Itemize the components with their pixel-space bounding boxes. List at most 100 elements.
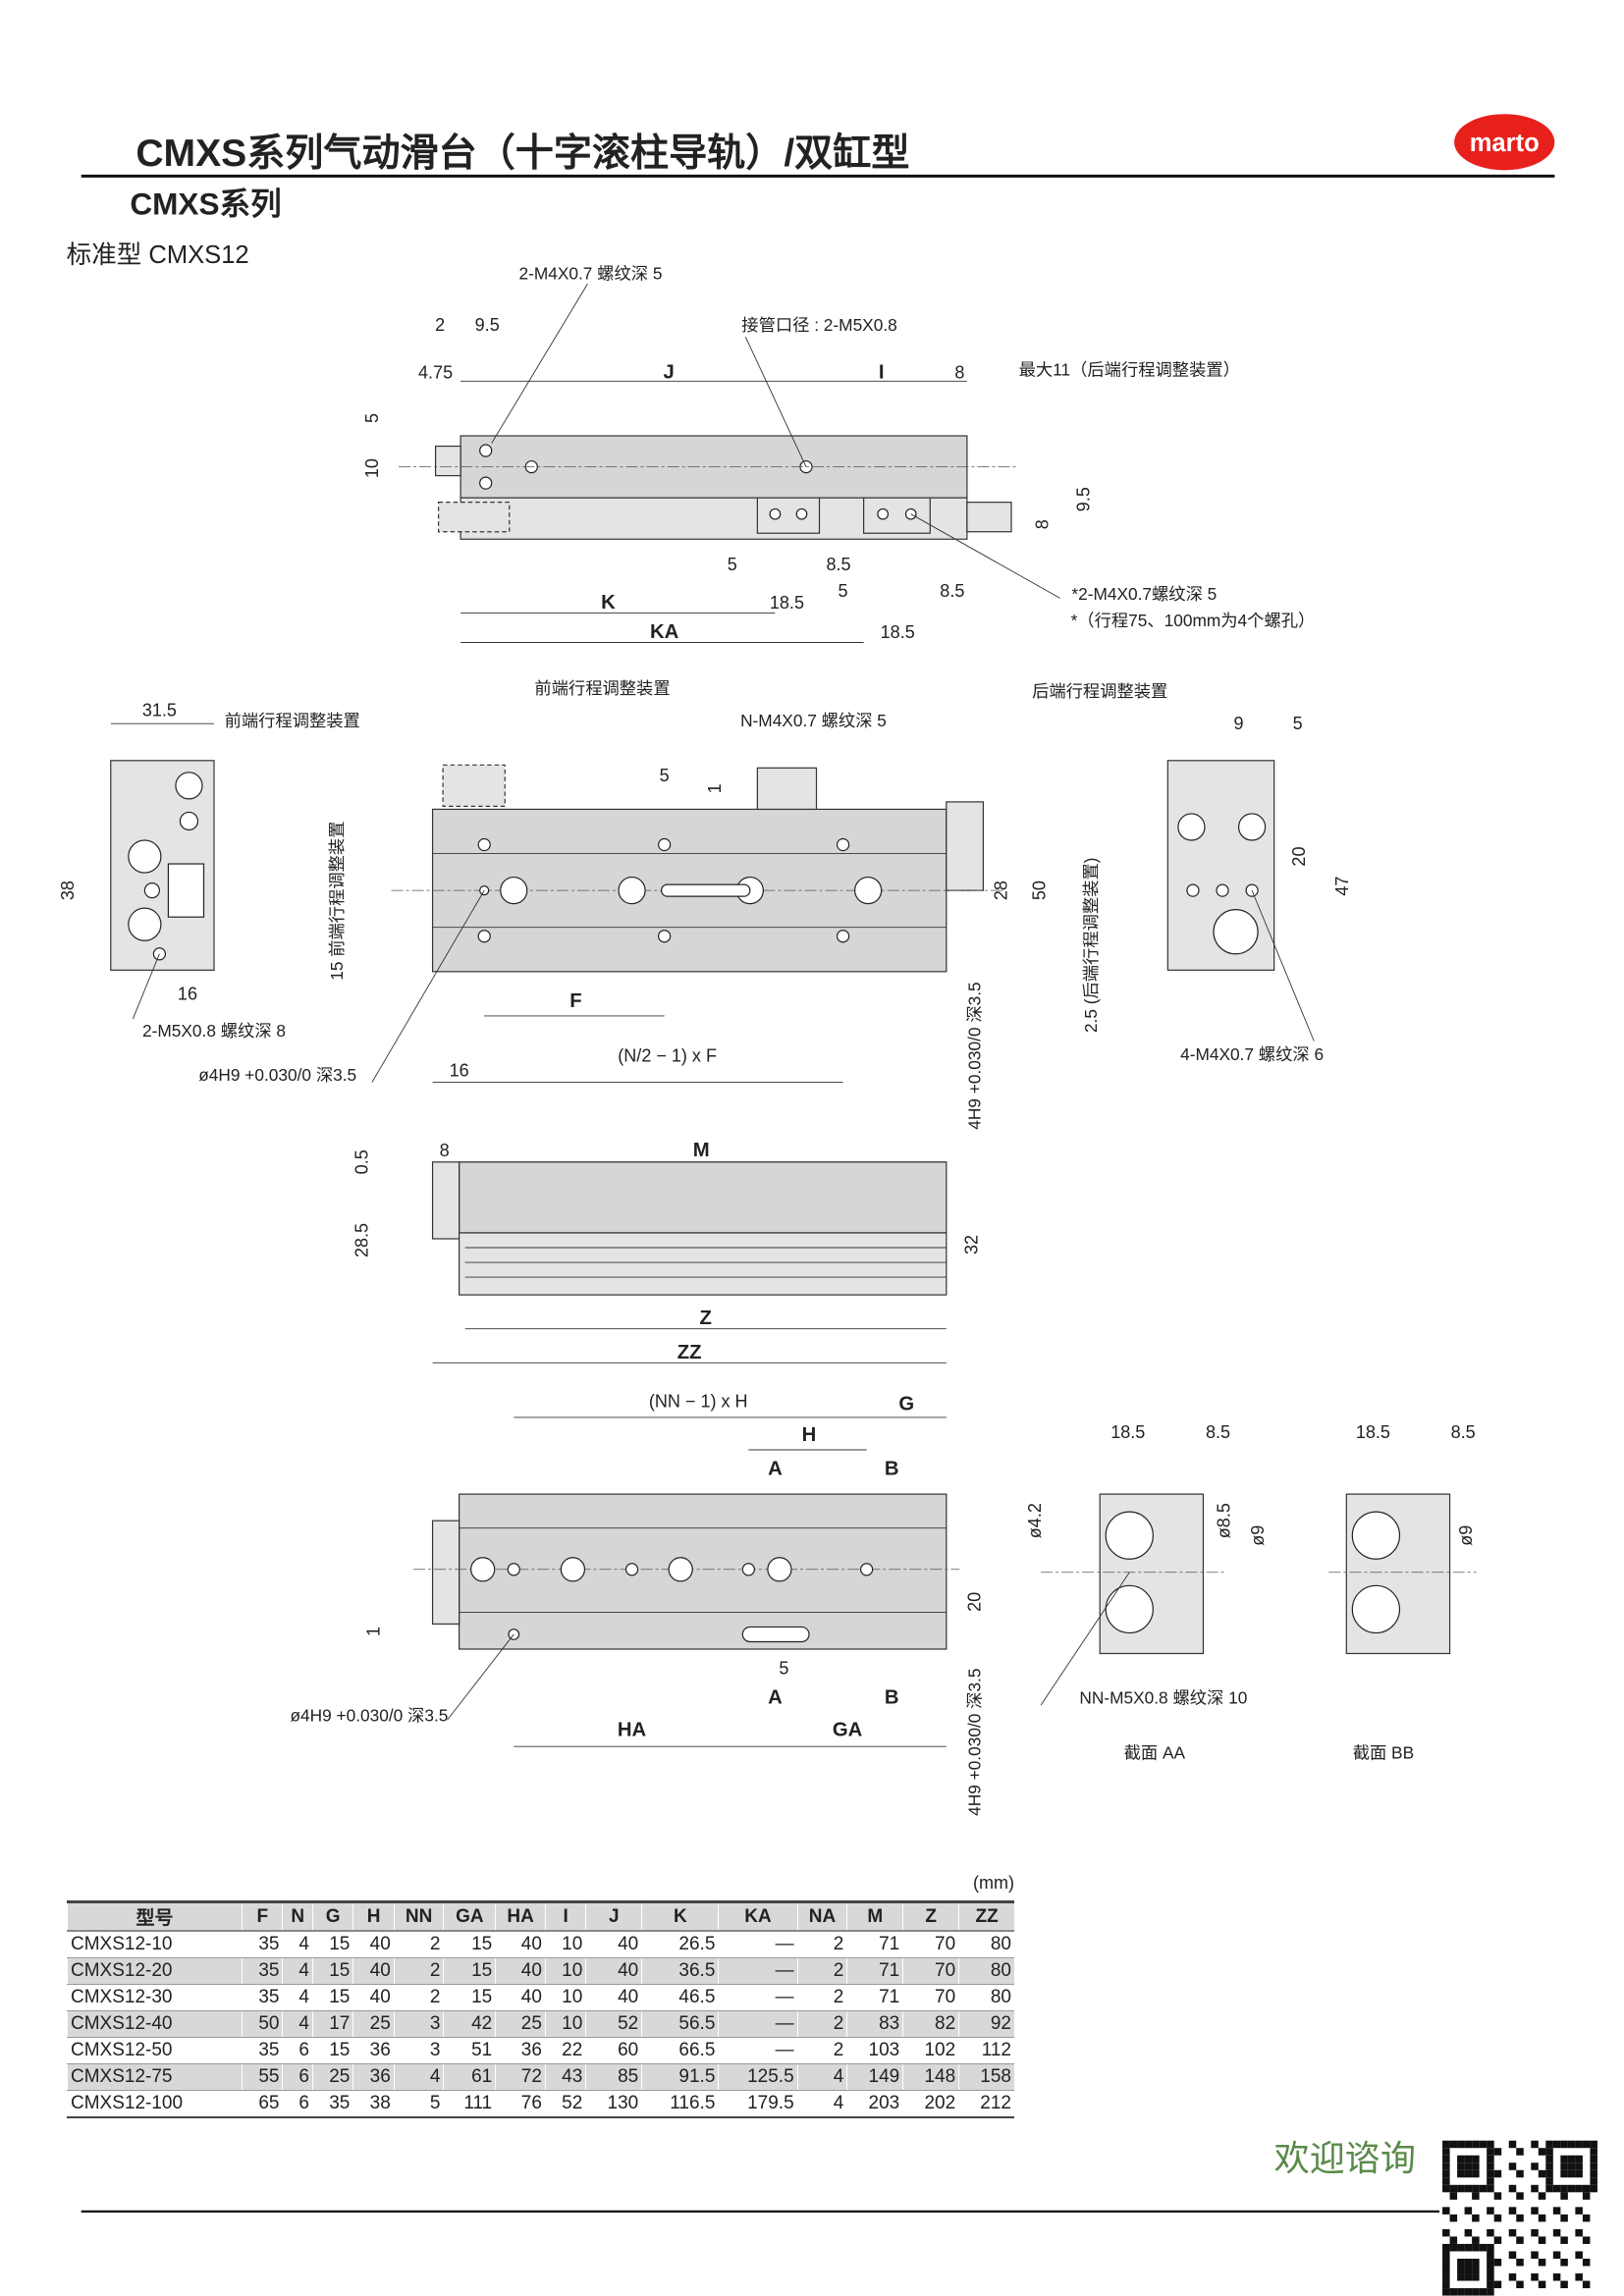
dimension-label-d28: 28	[991, 881, 1010, 900]
dimension-label-d5r: 5	[1293, 714, 1303, 733]
dimension-label-bb-d9: ø9	[1456, 1525, 1476, 1546]
dimension-label-ZZ: ZZ	[677, 1342, 702, 1363]
table-cell: 111	[443, 2090, 496, 2118]
dimension-label-pin: ø4H9 +0.030/0 深3.5	[198, 1065, 356, 1085]
dimension-label-aa-d4-2: ø4.2	[1025, 1503, 1045, 1538]
table-cell: 40	[585, 1957, 642, 1985]
page-title: CMXS系列气动滑台（十字滚柱导轨）/双缸型	[135, 132, 909, 175]
dimension-label-tap-note: *2-M4X0.7螺纹深 5	[1071, 584, 1217, 604]
dimension-label-d2: 2	[435, 315, 445, 335]
table-cell: 25	[352, 2010, 395, 2038]
dimension-label-G: G	[898, 1393, 914, 1415]
model-cell: CMXS12-40	[66, 2010, 243, 2038]
table-cell: 40	[352, 1957, 395, 1985]
table-cell: 40	[352, 1984, 395, 2011]
brand-logo-text: marto	[1470, 130, 1540, 157]
model-cell: CMXS12-30	[66, 1984, 243, 2011]
dimension-label-B2: B	[885, 1687, 899, 1709]
dimension-label-K: K	[601, 592, 616, 614]
table-cell: 4	[393, 2063, 444, 2091]
table-cell: 76	[495, 2090, 546, 2118]
table-cell: 70	[902, 1984, 959, 2011]
front-view	[110, 722, 1315, 1084]
table-cell: 40	[352, 1931, 395, 1958]
table-cell: —	[718, 2037, 798, 2064]
dimension-label-tap-m5: 2-M5X0.8 螺纹深 8	[142, 1021, 286, 1041]
dimension-label-d1: 1	[363, 1627, 383, 1636]
dimension-label-pin: ø4H9 +0.030/0 深3.5	[290, 1706, 448, 1726]
table-cell: 71	[846, 1931, 903, 1958]
dimension-label-bb-8-5: 8.5	[1451, 1422, 1476, 1442]
unit-label: (mm)	[973, 1873, 1014, 1893]
table-cell: 38	[352, 2090, 395, 2118]
dimension-label-aa-18-5: 18.5	[1110, 1422, 1145, 1442]
dimension-label-d9: 9	[1234, 714, 1244, 733]
dimension-label-d28-5: 28.5	[352, 1223, 371, 1257]
dimension-label-GA: GA	[833, 1720, 863, 1741]
dimension-label-tap-nn: NN-M5X0.8 螺纹深 10	[1079, 1688, 1247, 1708]
dimension-label-d31-5: 31.5	[142, 701, 177, 721]
table-cell: 4	[282, 1931, 313, 1958]
model-cell: CMXS12-100	[66, 2090, 243, 2118]
table-cell: 15	[311, 1984, 353, 2011]
dimension-label-d8: 8	[954, 362, 964, 382]
dimension-label-d4-75: 4.75	[418, 362, 453, 382]
series-title: CMXS系列	[130, 186, 281, 221]
table-cell: 70	[902, 1931, 959, 1958]
table-cell: 148	[902, 2063, 959, 2091]
column-header-model: 型号	[66, 1901, 243, 1932]
table-cell: 35	[311, 2090, 353, 2118]
table-cell: 2	[393, 1931, 444, 1958]
table-cell: 4	[282, 2010, 313, 2038]
column-header-i: I	[544, 1901, 586, 1932]
table-cell: 212	[958, 2090, 1014, 2118]
dimension-label-d38: 38	[58, 881, 78, 900]
column-header-z: Z	[902, 1901, 959, 1932]
table-cell: 80	[958, 1957, 1014, 1985]
column-header-ga: GA	[443, 1901, 496, 1932]
dimension-label-d47: 47	[1332, 877, 1352, 896]
dimension-label-A: A	[768, 1459, 783, 1480]
table-cell: 4	[796, 2063, 847, 2091]
table-cell: 40	[585, 1984, 642, 2011]
column-header-m: M	[846, 1901, 903, 1932]
table-cell: 40	[495, 1931, 546, 1958]
table-cell: 52	[585, 2010, 642, 2038]
table-cell: 80	[958, 1931, 1014, 1958]
table-cell: 36	[495, 2037, 546, 2064]
table-cell: 112	[958, 2037, 1014, 2064]
dimension-label-d50: 50	[1030, 881, 1050, 900]
table-cell: 43	[544, 2063, 586, 2091]
table-cell: 46.5	[641, 1984, 719, 2011]
dimension-label-aa-label: 截面 AA	[1124, 1742, 1186, 1762]
dimension-label-I: I	[879, 361, 885, 383]
dimension-label-bb-18-5: 18.5	[1356, 1422, 1390, 1442]
dimension-label-tap-top: 2-M4X0.7 螺纹深 5	[518, 264, 662, 284]
table-cell: 83	[846, 2010, 903, 2038]
dimension-label-B: B	[885, 1459, 899, 1480]
qr-code[interactable]	[1442, 2140, 1597, 2296]
table-cell: 2	[796, 1984, 847, 2011]
table-cell: 65	[242, 2090, 283, 2118]
table-cell: 2	[393, 1957, 444, 1985]
table-cell: 80	[958, 1984, 1014, 2011]
table-cell: 10	[544, 1931, 586, 1958]
table-cell: —	[718, 1957, 798, 1985]
dimension-label-d9-5: 9.5	[475, 315, 500, 335]
dimension-label-pin-v: 4H9 +0.030/0 深3.5	[964, 1669, 984, 1816]
table-cell: 102	[902, 2037, 959, 2064]
table-cell: 36	[352, 2063, 395, 2091]
dimension-label-d1: 1	[705, 783, 725, 793]
table-cell: 2	[796, 2010, 847, 2038]
table-cell: 26.5	[641, 1931, 719, 1958]
table-cell: 17	[311, 2010, 353, 2038]
dimension-label-d5: 5	[779, 1659, 788, 1679]
table-cell: 25	[311, 2063, 353, 2091]
